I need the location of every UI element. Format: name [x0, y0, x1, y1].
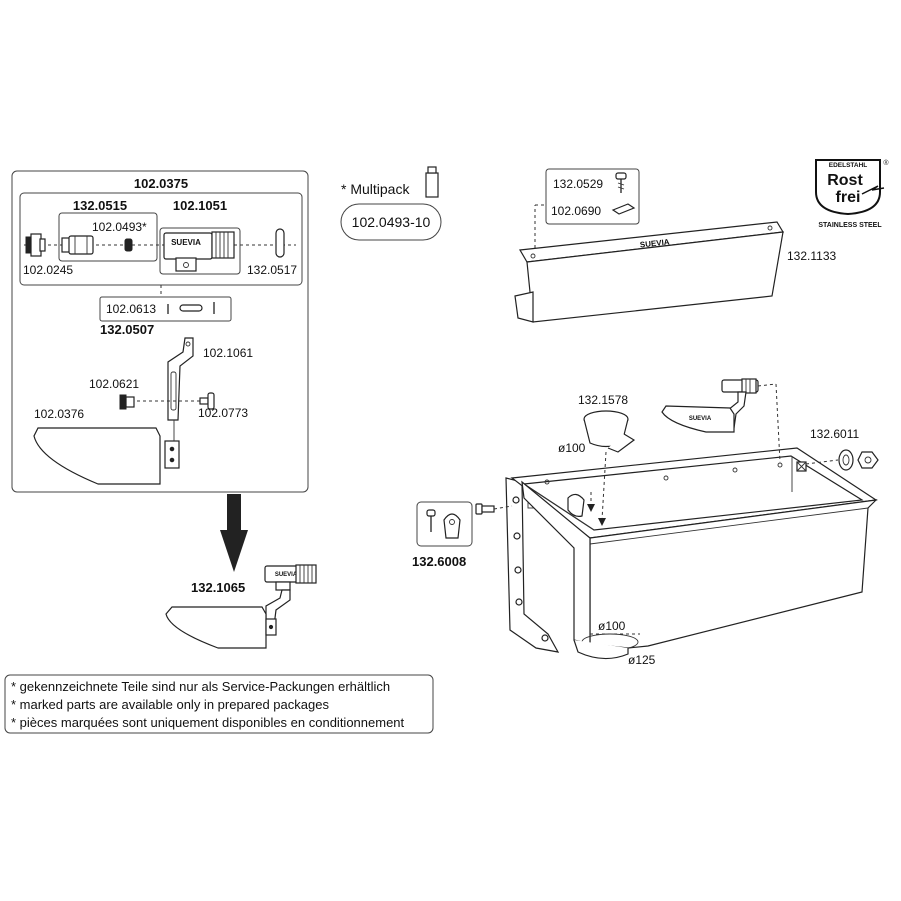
screw-code-label: 102.0773	[198, 406, 248, 420]
mount-kit-code-label: 132.6008	[412, 554, 466, 569]
logo-top-text: EDELSTAHL	[829, 162, 868, 169]
logo-registered: ®	[883, 159, 889, 167]
outlet-outer-diameter-label: ø125	[628, 653, 656, 667]
fitting-code-label: 132.6011	[810, 427, 859, 441]
mount-bracket-part	[443, 513, 461, 539]
cover-code-label: 132.1133	[787, 249, 836, 263]
package-icon	[425, 166, 439, 198]
multipack-code-box	[340, 203, 442, 241]
sleeve-part	[61, 235, 94, 255]
logo-line1: Rost	[827, 172, 863, 189]
svg-text:SUEVIA: SUEVIA	[275, 572, 298, 578]
cover-nut-code-label: 102.0690	[551, 204, 601, 218]
trough-group: ø100 ø125 132.1578 ø100	[412, 378, 879, 667]
bowl-diameter-label: ø100	[558, 441, 586, 455]
mount-kit-group: 132.6008	[412, 501, 473, 569]
valve-brand-label: SUEVIA	[171, 238, 201, 247]
valve-body-part: SUEVIA	[159, 227, 241, 275]
fitting-part	[838, 449, 879, 471]
bolt-part	[119, 394, 135, 410]
cover-hardware-box	[545, 168, 640, 225]
float-code-label: 102.0376	[34, 407, 84, 421]
complete-valve-part: SUEVIA	[165, 564, 317, 649]
multipack-group: * Multipack 102.0493-10	[340, 166, 442, 241]
logo-bottom-text: STAINLESS STEEL	[818, 222, 882, 229]
washer-part	[124, 238, 133, 252]
nut-code-label: 102.0245	[23, 263, 73, 277]
cover-bolt-part	[615, 172, 627, 193]
multipack-code-label: 102.0493-10	[352, 214, 431, 230]
notes-box: * gekennzeichnete Teile sind nur als Ser…	[4, 674, 434, 734]
mount-screw-part	[475, 503, 495, 515]
cover-group: 132.0529 102.0690 SUEVIA 132.1133	[514, 168, 836, 323]
outlet-inner-diameter-label: ø100	[598, 619, 626, 633]
arrow-down-icon	[220, 494, 248, 572]
complete-valve-code-label: 132.1065	[191, 580, 245, 595]
cover-bolt-code-label: 132.0529	[553, 177, 603, 191]
valve-group-inner-frame	[58, 212, 158, 262]
pin-box-frame	[99, 296, 232, 322]
trough-side-plate	[505, 477, 560, 653]
svg-text:SUEVIA: SUEVIA	[639, 237, 670, 249]
rostfrei-logo: EDELSTAHL ® Rost frei STAINLESS STEEL	[815, 159, 889, 229]
washer-code-label: 102.0493*	[92, 220, 147, 234]
bolt-code-label: 102.0621	[89, 377, 139, 391]
gasket-end-code-label: 132.0517	[247, 263, 297, 277]
svg-text:SUEVIA: SUEVIA	[689, 416, 712, 422]
cover-part: SUEVIA	[514, 221, 784, 323]
bowl-insert-part	[583, 410, 636, 453]
cover-nut-part	[611, 203, 636, 215]
arm-part	[167, 337, 194, 421]
assembly-code-label: 102.0375	[134, 176, 188, 191]
gasket-end-part	[275, 228, 285, 258]
pin-code-label: 102.0613	[106, 302, 156, 316]
arm-code-label: 102.1061	[203, 346, 253, 360]
complete-valve-group: 132.1065 SUEVIA	[165, 564, 317, 649]
mount-bolt-part	[426, 509, 436, 532]
nut-part	[25, 233, 46, 257]
pin-kit-code-label: 132.0507	[100, 322, 154, 337]
assembly-frame	[11, 170, 309, 493]
pin-part	[167, 302, 215, 314]
valve-group-code-label: 132.0515	[73, 198, 127, 213]
trough-float-valve-part: SUEVIA	[661, 378, 759, 433]
note-english: * marked parts are available only in pre…	[11, 697, 329, 712]
float-valve-assembly-group: 102.0375 132.0515 102.1051 102.0493* 102…	[11, 170, 309, 493]
bowl-insert-code-label: 132.1578	[578, 393, 628, 407]
float-part	[33, 427, 180, 485]
multipack-title: * Multipack	[341, 181, 410, 197]
screw-part	[199, 392, 215, 410]
note-german: * gekennzeichnete Teile sind nur als Ser…	[11, 679, 390, 694]
valve-body-code-label: 102.1051	[173, 198, 227, 213]
logo-line2: frei	[836, 189, 861, 206]
note-french: * pièces marquées sont uniquement dispon…	[11, 715, 405, 730]
